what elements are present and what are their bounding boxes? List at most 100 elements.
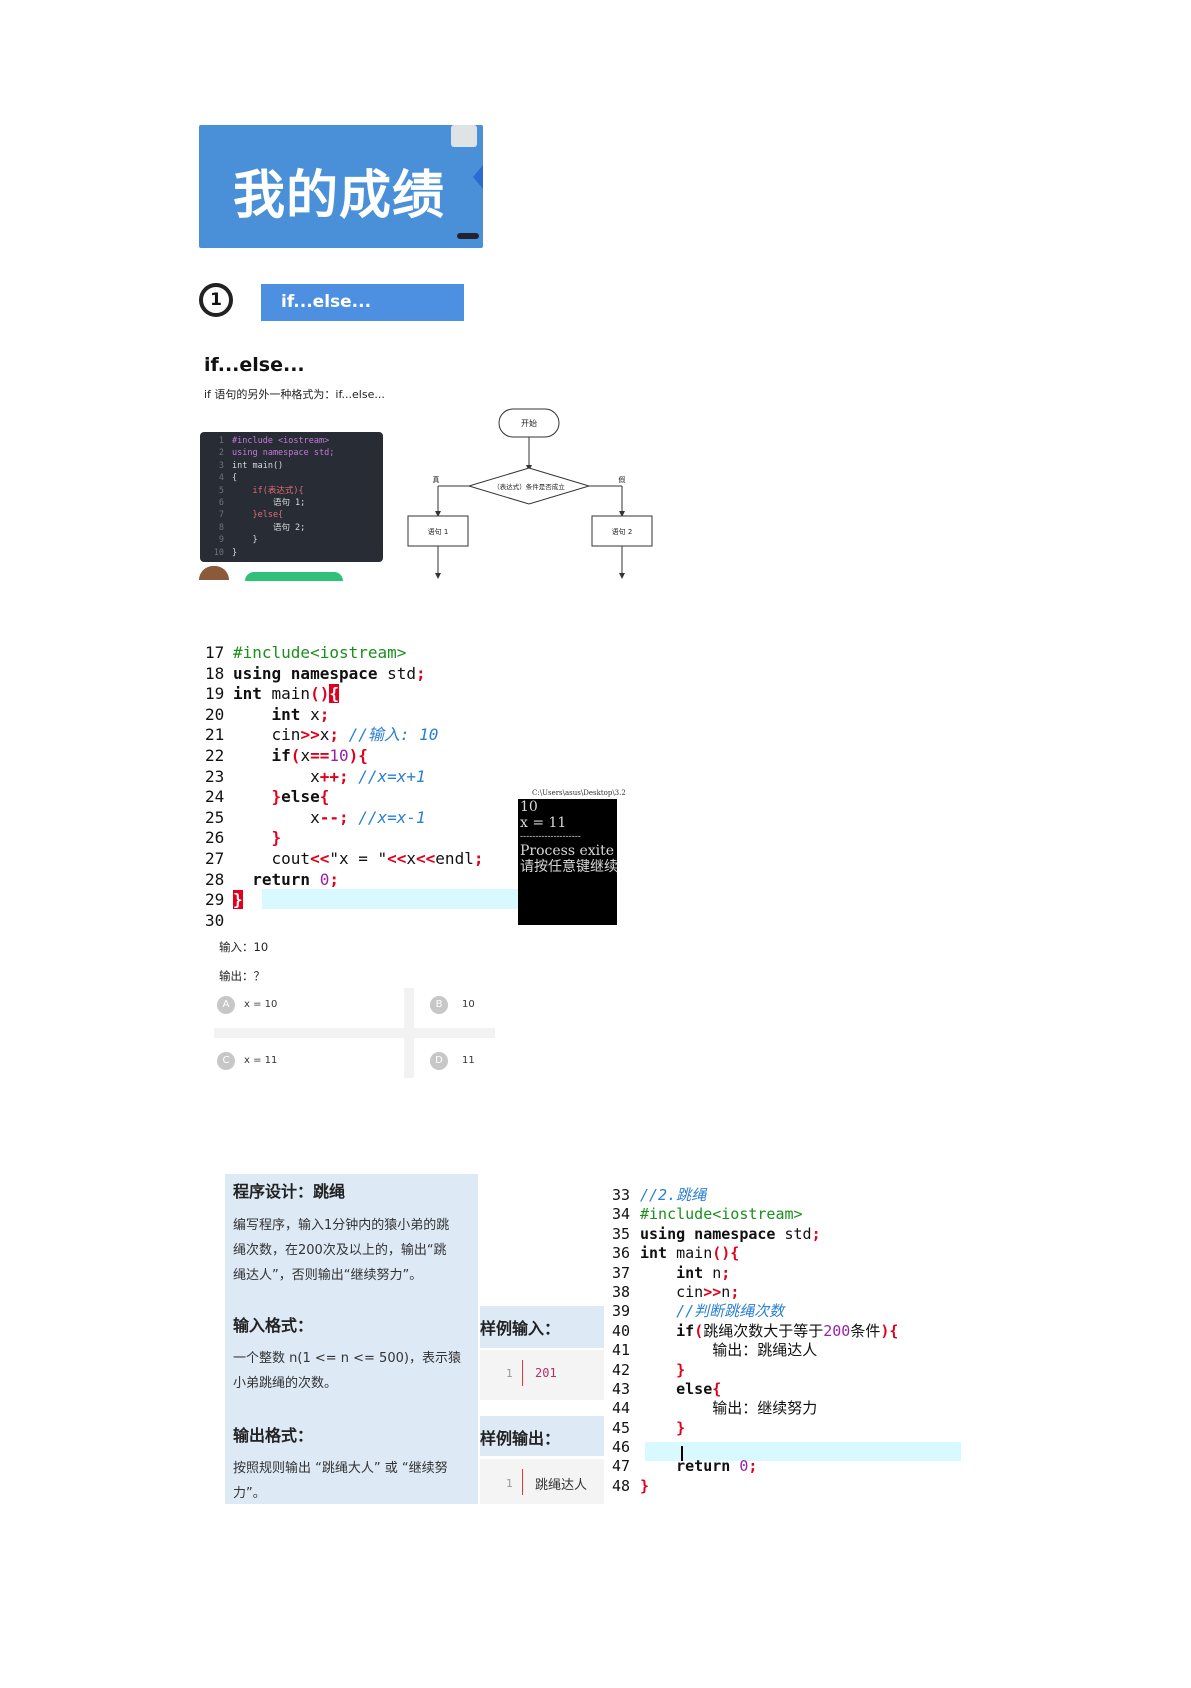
flow-condition-node (467, 467, 591, 505)
sample-output-heading: 样例输出： (480, 1429, 561, 1448)
section-number-badge: 1 (199, 283, 233, 317)
code-line: 33//2.跳绳 (612, 1186, 707, 1204)
io-output-label: 输出：？ (219, 969, 265, 983)
option-divider-h (214, 1028, 495, 1038)
banner-decor-bar (457, 233, 479, 239)
code-line: 6 语句 1; (218, 497, 306, 508)
code-line: 43 else{ (612, 1379, 722, 1398)
code-line: 26 } (205, 828, 282, 848)
sample-output-header (480, 1416, 604, 1456)
option-text: 10 (462, 999, 475, 1010)
console-window: C:\Users\asus\Desktop\3.2 10 x = 11 ----… (518, 787, 626, 925)
output-format-heading: 输出格式： (233, 1426, 314, 1445)
avatar (199, 566, 229, 580)
code-line: 28 return 0; (205, 869, 339, 889)
console-line: 10 (520, 799, 538, 815)
option-text: x = 10 (244, 999, 278, 1010)
sample-output-box: 1 跳绳达人 (480, 1459, 604, 1504)
problem-card (225, 1174, 478, 1504)
option-letter: A (217, 996, 235, 1014)
flow-false-label: 假 (619, 475, 626, 484)
sample-gutter (522, 1469, 523, 1495)
sample-line-number: 1 (506, 1367, 513, 1380)
sample-input-value: 201 (535, 1366, 557, 1380)
sample-gutter (522, 1360, 523, 1386)
code-line: 48} (612, 1476, 650, 1495)
code-line: 7 }else{ (218, 510, 284, 521)
option-letter: C (217, 1052, 235, 1070)
flow-start-label: 开始 (521, 418, 537, 428)
option-letter: D (430, 1052, 448, 1070)
code-line: 1#include <iostream> (218, 436, 330, 446)
sample-input-header (480, 1306, 604, 1348)
io-input-label: 输入：10 (219, 940, 269, 954)
intro-description: if 语句的另外一种格式为：if...else... (204, 388, 385, 401)
text-cursor (681, 1446, 683, 1461)
output-format-body: 按照规则输出 “跳绳大人” 或 “继续努 力”。 (233, 1461, 448, 1501)
problem-title: 程序设计：跳绳 (233, 1182, 346, 1201)
section-heading-bar: if...else... (261, 284, 464, 321)
flow-stmt1-label: 语句 1 (428, 527, 449, 536)
console-line: x = 11 (520, 815, 567, 831)
code-line: 44 输出：继续努力 (612, 1399, 818, 1418)
option-divider-v (404, 988, 414, 1078)
console-title: C:\Users\asus\Desktop\3.2 (518, 787, 626, 799)
current-line-highlight (645, 1442, 961, 1461)
input-format-body: 一个整数 n(1 <= n <= 500)，表示猿 小弟跳绳的次数。 (233, 1351, 461, 1391)
code-line: 20 int x; (205, 704, 330, 724)
code-line: 45 } (612, 1418, 686, 1437)
console-line: Process exite (520, 843, 615, 859)
option-d[interactable]: D 11 (430, 1052, 500, 1078)
code-line: 5 if(表达式){ (218, 485, 304, 496)
code-line: 10} (213, 547, 238, 558)
option-a[interactable]: A x = 10 (214, 996, 394, 1022)
code-line: 23 x++; //x=x+1 (205, 766, 426, 786)
sample-line-number: 1 (506, 1477, 513, 1490)
code-line: 21 cin>>x; //输入: 10 (205, 725, 439, 745)
sample-input-heading: 样例输入： (480, 1319, 561, 1338)
code-line: 37 int n; (612, 1263, 731, 1282)
code-line: 17#include<iostream> (205, 643, 407, 662)
code-line: 41 输出：跳绳达人 (612, 1341, 818, 1360)
flow-stmt2-node (591, 515, 653, 547)
option-text: x = 11 (244, 1055, 278, 1066)
green-button-fragment (245, 572, 343, 581)
code-line: 9 } (218, 535, 258, 546)
code-line: 24 }else{ (205, 787, 330, 807)
current-line-highlight (262, 889, 518, 909)
sample-output-value: 跳绳达人 (535, 1478, 588, 1493)
option-text: 11 (462, 1055, 475, 1066)
code-line: 40 if(跳绳次数大于等于200条件){ (612, 1321, 899, 1340)
option-c[interactable]: C x = 11 (214, 1052, 394, 1078)
option-letter: B (430, 996, 448, 1014)
flow-true-label: 真 (433, 475, 440, 484)
code-line: 4{ (218, 473, 238, 484)
if-else-flowchart: 开始 （表达式）条件是否成立 真 假 语句 1 语句 2 (407, 408, 653, 579)
intro-title: if...else... (204, 354, 305, 376)
code-line: 30 (205, 910, 225, 930)
problem-body: 编写程序，输入1分钟内的猿小弟的跳 绳次数，在200次及以上的，输出“跳 绳达人… (233, 1218, 450, 1283)
code-line: 34#include<iostream> (612, 1205, 803, 1224)
banner-decor-square (451, 125, 477, 147)
banner-title: 我的成绩 (233, 166, 446, 226)
code-line: 38 cin>>n; (612, 1282, 740, 1301)
code-line: 22 if(x==10){ (205, 745, 368, 765)
banner-decor-arrow (473, 165, 483, 189)
code-line: 42 } (612, 1360, 686, 1379)
console-line: -------------------- (520, 832, 581, 842)
code-line: 46 (612, 1438, 631, 1457)
code-line: 39 //判断跳绳次数 (612, 1302, 785, 1321)
sample-input-box: 1 201 (480, 1350, 604, 1400)
flow-stmt1-node (407, 515, 469, 547)
flow-condition-label: （表达式）条件是否成立 (493, 482, 565, 491)
console-line: 请按任意键继续 (520, 859, 618, 875)
code-line: 29} (205, 890, 243, 910)
option-b[interactable]: B 10 (430, 996, 500, 1022)
